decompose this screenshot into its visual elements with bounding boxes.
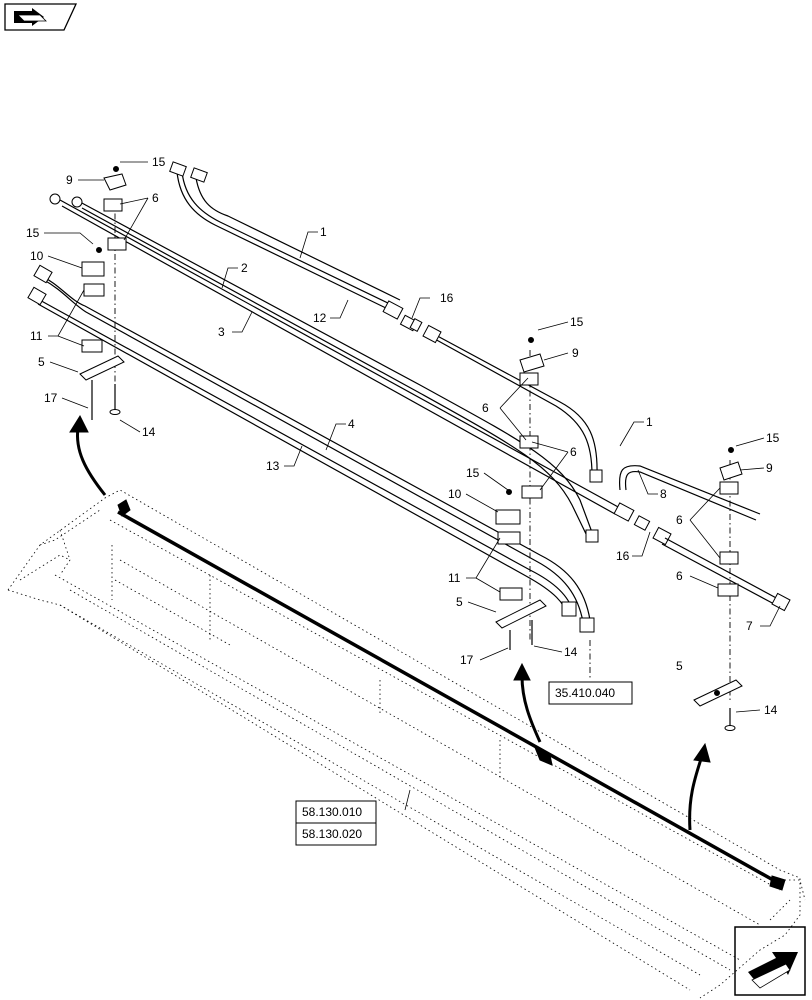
- callout-11: 11: [30, 329, 43, 343]
- leader-lines: [44, 161, 781, 811]
- hydraulic-reference-box[interactable]: 35.410.040: [548, 681, 633, 705]
- callout-14-c: 14: [764, 703, 778, 717]
- tube-2-3: [49, 193, 635, 543]
- callout-12: 12: [313, 311, 327, 325]
- callout-11-b: 11: [448, 571, 461, 585]
- callout-1-b: 1: [646, 415, 653, 429]
- callout-8: 8: [660, 487, 667, 501]
- callout-14: 14: [142, 425, 156, 439]
- callout-6: 6: [152, 191, 159, 205]
- tube-1-upper: [169, 161, 404, 320]
- frame-reference-text-2: 58.130.020: [302, 827, 362, 841]
- fitting-16-upper: [399, 314, 423, 332]
- callout-10: 10: [30, 249, 44, 263]
- frame-reference-box[interactable]: 58.130.010 58.130.020: [295, 800, 377, 846]
- hydraulic-reference-text: 35.410.040: [555, 686, 615, 700]
- callout-5-b: 5: [456, 595, 463, 609]
- callout-7: 7: [746, 619, 753, 633]
- callout-15-c: 15: [570, 315, 584, 329]
- previous-page-icon[interactable]: [4, 3, 78, 31]
- tube-1-lower: [422, 324, 761, 521]
- next-page-icon[interactable]: [734, 926, 806, 996]
- callout-9-c: 9: [766, 461, 773, 475]
- callout-6-e: 6: [676, 569, 683, 583]
- callout-16-b: 16: [616, 549, 630, 563]
- callout-15-e: 15: [766, 431, 780, 445]
- callout-15-d: 15: [466, 466, 480, 480]
- callout-2: 2: [241, 261, 248, 275]
- callout-13: 13: [266, 459, 280, 473]
- mount-arrow-right: [688, 742, 711, 831]
- callout-6-c: 6: [570, 445, 577, 459]
- callout-5: 5: [38, 355, 45, 369]
- callout-6-d: 6: [676, 513, 683, 527]
- callout-3: 3: [218, 325, 225, 339]
- clamp-group-right: [693, 447, 743, 731]
- callout-15: 15: [152, 155, 166, 169]
- callout-16: 16: [440, 291, 454, 305]
- clamp-group-center: [495, 337, 591, 680]
- clamp-group-left: [79, 166, 127, 420]
- header-frame: [7, 489, 806, 999]
- mount-arrow-center: [513, 662, 542, 743]
- callout-14-b: 14: [564, 645, 578, 659]
- callout-4: 4: [348, 417, 355, 431]
- callout-1: 1: [320, 225, 327, 239]
- callout-9-b: 9: [572, 346, 579, 360]
- tube-4-13: [27, 264, 595, 633]
- callout-10-b: 10: [448, 487, 462, 501]
- callout-17: 17: [44, 391, 58, 405]
- callout-5-c: 5: [676, 659, 683, 673]
- frame-reference-text-1: 58.130.010: [302, 805, 362, 819]
- callout-9: 9: [66, 173, 73, 187]
- fitting-16-lower: [633, 515, 791, 612]
- callout-labels: 1 12 16 2 3 15 9 6 15 10 11 5 17 14 4 13…: [26, 155, 780, 717]
- callout-17-b: 17: [460, 653, 474, 667]
- mount-arrow-left: [69, 414, 107, 496]
- callout-15-b: 15: [26, 226, 40, 240]
- callout-6-b: 6: [482, 401, 489, 415]
